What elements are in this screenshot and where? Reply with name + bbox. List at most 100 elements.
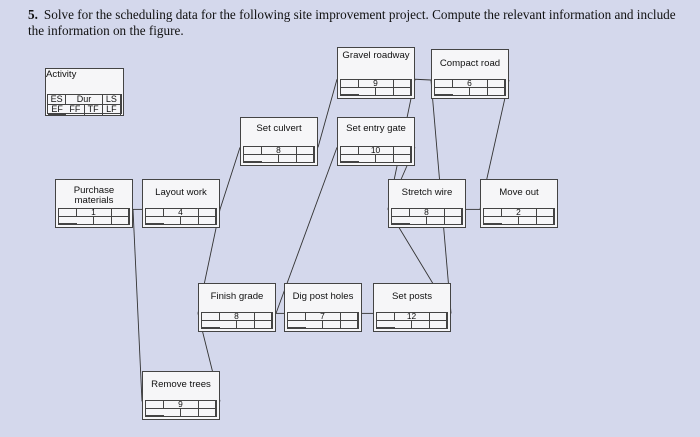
cell-lf[interactable] bbox=[112, 217, 129, 224]
cell-tf[interactable] bbox=[181, 217, 199, 224]
cell-ls[interactable] bbox=[393, 147, 411, 155]
cell-tf[interactable] bbox=[323, 321, 341, 328]
cell-ls[interactable] bbox=[111, 209, 129, 217]
cell-dur[interactable]: 8 bbox=[219, 312, 255, 321]
cell-es[interactable] bbox=[146, 401, 164, 409]
cell-dur[interactable]: 1 bbox=[76, 208, 112, 217]
cell-dur[interactable]: 10 bbox=[358, 146, 394, 155]
cell-ef[interactable] bbox=[341, 88, 359, 95]
cell-ls[interactable] bbox=[254, 313, 272, 321]
cell-ff[interactable] bbox=[262, 155, 279, 162]
cell-tf[interactable] bbox=[181, 409, 199, 416]
cell-dur[interactable]: 8 bbox=[261, 146, 297, 155]
cell-es[interactable] bbox=[341, 147, 359, 155]
cell-ff[interactable] bbox=[410, 217, 427, 224]
cell-ef[interactable] bbox=[484, 217, 502, 224]
schedule-cells: 8 bbox=[243, 146, 315, 163]
activity-name: Layout work bbox=[155, 187, 207, 198]
cell-tf[interactable] bbox=[237, 321, 255, 328]
cell-ef[interactable] bbox=[392, 217, 410, 224]
activity-set-posts: Set posts 12 bbox=[373, 283, 451, 332]
cell-lf[interactable] bbox=[445, 217, 462, 224]
cell-dur[interactable]: 9 bbox=[358, 79, 394, 88]
legend-ef: EF bbox=[48, 105, 67, 115]
cell-lf[interactable] bbox=[537, 217, 554, 224]
cell-tf[interactable] bbox=[519, 217, 537, 224]
cell-lf[interactable] bbox=[297, 155, 314, 162]
cell-lf[interactable] bbox=[394, 155, 411, 162]
cell-lf[interactable] bbox=[341, 321, 358, 328]
cell-ff[interactable] bbox=[306, 321, 323, 328]
cell-ls[interactable] bbox=[198, 209, 216, 217]
activity-name: Set posts bbox=[392, 291, 432, 302]
cell-ef[interactable] bbox=[244, 155, 262, 162]
activity-name: Move out bbox=[499, 187, 539, 198]
cell-ff[interactable] bbox=[359, 155, 376, 162]
cell-tf[interactable] bbox=[376, 88, 394, 95]
cell-lf[interactable] bbox=[430, 321, 447, 328]
cell-tf[interactable] bbox=[94, 217, 112, 224]
cell-dur[interactable]: 2 bbox=[501, 208, 537, 217]
legend-cells: ES Dur LS EF FF TF LF bbox=[47, 94, 122, 115]
cell-dur[interactable]: 9 bbox=[163, 400, 199, 409]
cell-ls[interactable] bbox=[444, 209, 462, 217]
cell-ls[interactable] bbox=[198, 401, 216, 409]
cell-es[interactable] bbox=[341, 80, 359, 88]
schedule-cells: 10 bbox=[340, 146, 412, 163]
cell-ls[interactable] bbox=[536, 209, 554, 217]
cell-dur[interactable]: 7 bbox=[305, 312, 341, 321]
cell-ef[interactable] bbox=[288, 321, 306, 328]
cell-ls[interactable] bbox=[487, 80, 505, 88]
cell-lf[interactable] bbox=[488, 88, 505, 95]
cell-ls[interactable] bbox=[393, 80, 411, 88]
cell-lf[interactable] bbox=[255, 321, 272, 328]
cell-ef[interactable] bbox=[341, 155, 359, 162]
cell-tf[interactable] bbox=[279, 155, 297, 162]
activity-name: Gravel roadway bbox=[342, 50, 410, 61]
cell-dur[interactable]: 8 bbox=[409, 208, 445, 217]
cell-lf[interactable] bbox=[394, 88, 411, 95]
cell-ef[interactable] bbox=[146, 217, 164, 224]
activity-move-out: Move out 2 bbox=[480, 179, 558, 228]
cell-ef[interactable] bbox=[202, 321, 220, 328]
cell-tf[interactable] bbox=[376, 155, 394, 162]
cell-ff[interactable] bbox=[220, 321, 237, 328]
cell-es[interactable] bbox=[435, 80, 453, 88]
cell-ef[interactable] bbox=[146, 409, 164, 416]
schedule-cells: 6 bbox=[434, 79, 506, 96]
question-body: Solve for the scheduling data for the fo… bbox=[28, 7, 676, 38]
cell-ef[interactable] bbox=[59, 217, 77, 224]
cell-es[interactable] bbox=[202, 313, 220, 321]
cell-es[interactable] bbox=[377, 313, 395, 321]
cell-tf[interactable] bbox=[470, 88, 488, 95]
cell-es[interactable] bbox=[244, 147, 262, 155]
cell-tf[interactable] bbox=[412, 321, 430, 328]
cell-es[interactable] bbox=[146, 209, 164, 217]
cell-ff[interactable] bbox=[453, 88, 470, 95]
cell-es[interactable] bbox=[392, 209, 410, 217]
cell-dur[interactable]: 6 bbox=[452, 79, 488, 88]
cell-es[interactable] bbox=[288, 313, 306, 321]
cell-es[interactable] bbox=[59, 209, 77, 217]
cell-ff[interactable] bbox=[77, 217, 94, 224]
cell-ls[interactable] bbox=[429, 313, 447, 321]
cell-ff[interactable] bbox=[164, 217, 181, 224]
cell-es[interactable] bbox=[484, 209, 502, 217]
cell-ff[interactable] bbox=[164, 409, 181, 416]
cell-ff[interactable] bbox=[359, 88, 376, 95]
cell-tf[interactable] bbox=[427, 217, 445, 224]
cell-dur[interactable]: 12 bbox=[394, 312, 430, 321]
cell-lf[interactable] bbox=[199, 409, 216, 416]
cell-ff[interactable] bbox=[502, 217, 519, 224]
cell-ls[interactable] bbox=[340, 313, 358, 321]
cell-dur[interactable]: 4 bbox=[163, 208, 199, 217]
cell-ef[interactable] bbox=[435, 88, 453, 95]
cell-ls[interactable] bbox=[296, 147, 314, 155]
cell-ef[interactable] bbox=[377, 321, 395, 328]
cell-lf[interactable] bbox=[199, 217, 216, 224]
legend-ls: LS bbox=[102, 95, 121, 105]
cell-ff[interactable] bbox=[395, 321, 412, 328]
